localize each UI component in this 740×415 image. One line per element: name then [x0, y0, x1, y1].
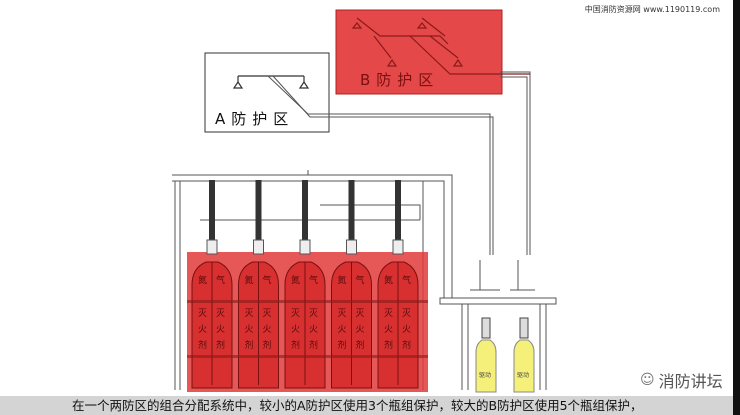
- zone-a-label: A防护区: [215, 110, 294, 128]
- cylinder-text: 气: [309, 274, 318, 286]
- cylinder-text: 火: [338, 324, 347, 335]
- cylinder-text: 灭: [291, 308, 300, 319]
- cylinder-text: 剂: [263, 339, 272, 351]
- cylinder-text: 剂: [291, 339, 300, 351]
- cylinder-text: 火: [356, 324, 365, 335]
- cylinder-text: 剂: [338, 339, 347, 351]
- driver-label: 驱动: [479, 372, 491, 379]
- caption: 在一个两防区的组合分配系统中，较小的A防护区使用3个瓶组保护，较大的B防护区使用…: [0, 396, 733, 415]
- cylinder-text: 火: [198, 324, 207, 335]
- cylinder-text: 气: [216, 274, 225, 286]
- cylinder-text: 灭: [384, 308, 393, 319]
- cylinder-rack: [187, 300, 428, 303]
- cylinder-text: 灭: [198, 308, 207, 319]
- cylinder-text: 剂: [402, 339, 411, 351]
- cylinder-text: 火: [291, 324, 300, 335]
- cylinder-text: 剂: [198, 339, 207, 351]
- zone-b: B防护区: [335, 9, 530, 95]
- cylinder-text: 火: [384, 324, 393, 335]
- cylinder-text: 火: [245, 324, 254, 335]
- cylinder-text: 剂: [245, 339, 254, 351]
- site-watermark: 中国消防资源网 www.1190119.com: [584, 5, 720, 14]
- cylinder-text: 剂: [384, 339, 393, 351]
- cylinder-text: 氮: [384, 274, 393, 286]
- cylinder-text: 灭: [309, 308, 318, 319]
- cylinder-text: 灭: [338, 308, 347, 319]
- cylinder-rack: [187, 355, 428, 358]
- driver-label: 驱动: [517, 372, 529, 379]
- cylinder-text: 气: [356, 274, 365, 286]
- cylinder-text: 气: [263, 274, 272, 286]
- cylinder-text: 火: [216, 324, 225, 335]
- cylinder-text: 灭: [356, 308, 365, 319]
- cylinder-text: 灭: [245, 308, 254, 319]
- cylinder-text: 火: [402, 324, 411, 335]
- cylinder-text: 灭: [216, 308, 225, 319]
- wechat-icon: ☺: [640, 372, 655, 388]
- cylinder-text: 剂: [309, 339, 318, 351]
- cylinder-text: 氮: [291, 274, 300, 286]
- cylinder-text: 灭: [263, 308, 272, 319]
- cylinder-text: 剂: [216, 339, 225, 351]
- cylinder-text: 剂: [356, 339, 365, 351]
- cylinder-text: 气: [402, 274, 411, 286]
- driver-cylinder: 驱动: [513, 317, 535, 393]
- right-edge: [733, 0, 740, 415]
- cylinder-text: 灭: [402, 308, 411, 319]
- cylinder-text: 氮: [245, 274, 254, 286]
- brand-watermark: ☺消防讲坛: [640, 368, 723, 392]
- cylinder-text: 氮: [338, 274, 347, 286]
- driver-cylinder: 驱动: [475, 317, 497, 393]
- zone-a: A防护区: [204, 52, 330, 133]
- cylinder-text: 火: [309, 324, 318, 335]
- cylinder-text: 氮: [198, 274, 207, 286]
- cylinder-text: 火: [263, 324, 272, 335]
- zone-b-label: B防护区: [360, 71, 439, 89]
- brand-name: 消防讲坛: [658, 372, 723, 391]
